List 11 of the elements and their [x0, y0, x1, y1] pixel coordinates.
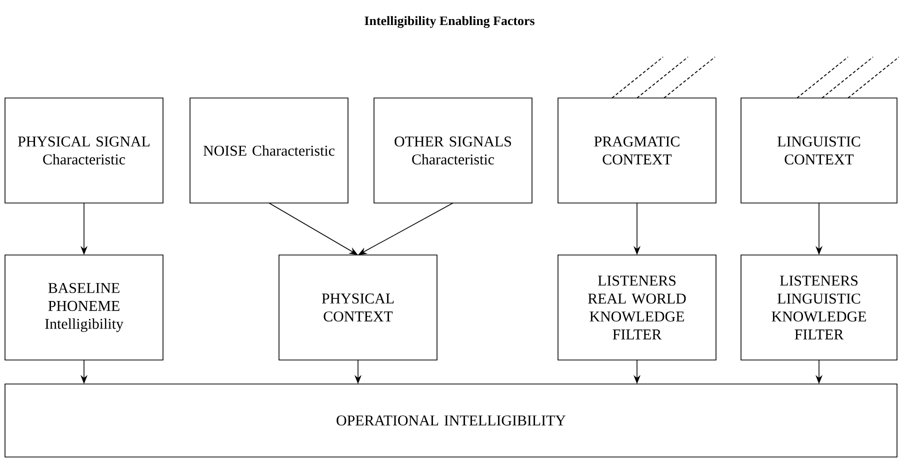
box: LISTENERS REAL WORLD KNOWLEDGE FILTER — [558, 254, 716, 360]
box: PHYSICAL SIGNAL Characteristic — [4, 98, 164, 204]
box: OPERATIONAL INTELLIGIBILITY — [4, 384, 898, 458]
box: LISTENERS LINGUISTIC KNOWLEDGE FILTER — [740, 254, 898, 360]
box: LINGUISTIC CONTEXT — [740, 98, 898, 204]
box: NOISE Characteristic — [190, 98, 348, 204]
box: PRAGMATIC CONTEXT — [558, 98, 716, 204]
box: OTHER SIGNALS Characteristic — [374, 98, 532, 204]
box: BASELINE PHONEME Intelligibility — [4, 254, 164, 360]
box: PHYSICAL CONTEXT — [278, 254, 438, 360]
title: Intelligibility Enabling Factors — [364, 16, 534, 28]
